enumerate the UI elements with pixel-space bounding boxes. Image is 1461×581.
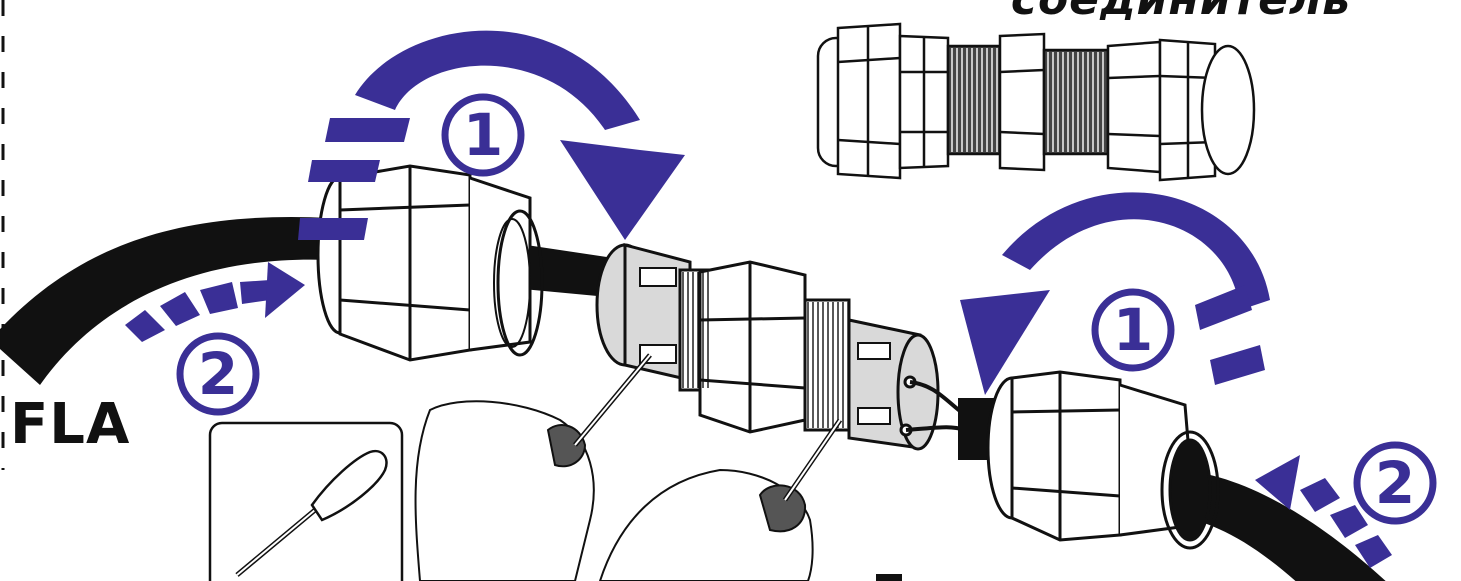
left-gland-nut [318, 166, 542, 360]
center-coupler [597, 245, 938, 449]
assembled-connector [818, 24, 1254, 180]
right-gland-nut [988, 372, 1218, 548]
step-number-rotate-right: 1 [1094, 291, 1172, 369]
fla-label: FLA [10, 392, 130, 457]
screwdriver-shaft-right-highlight [785, 420, 840, 500]
hand-right [600, 470, 813, 581]
screwdriver-shaft-left-highlight [575, 355, 650, 445]
step-number-push-right: 2 [1356, 444, 1434, 522]
connector-label: соединитель [1011, 0, 1351, 25]
step-number-rotate-left: 1 [444, 96, 522, 174]
step-number-push-left: 2 [179, 335, 257, 413]
tool-inset-frame [210, 423, 402, 581]
bottom-mark [876, 574, 902, 581]
hand-left [416, 401, 594, 581]
